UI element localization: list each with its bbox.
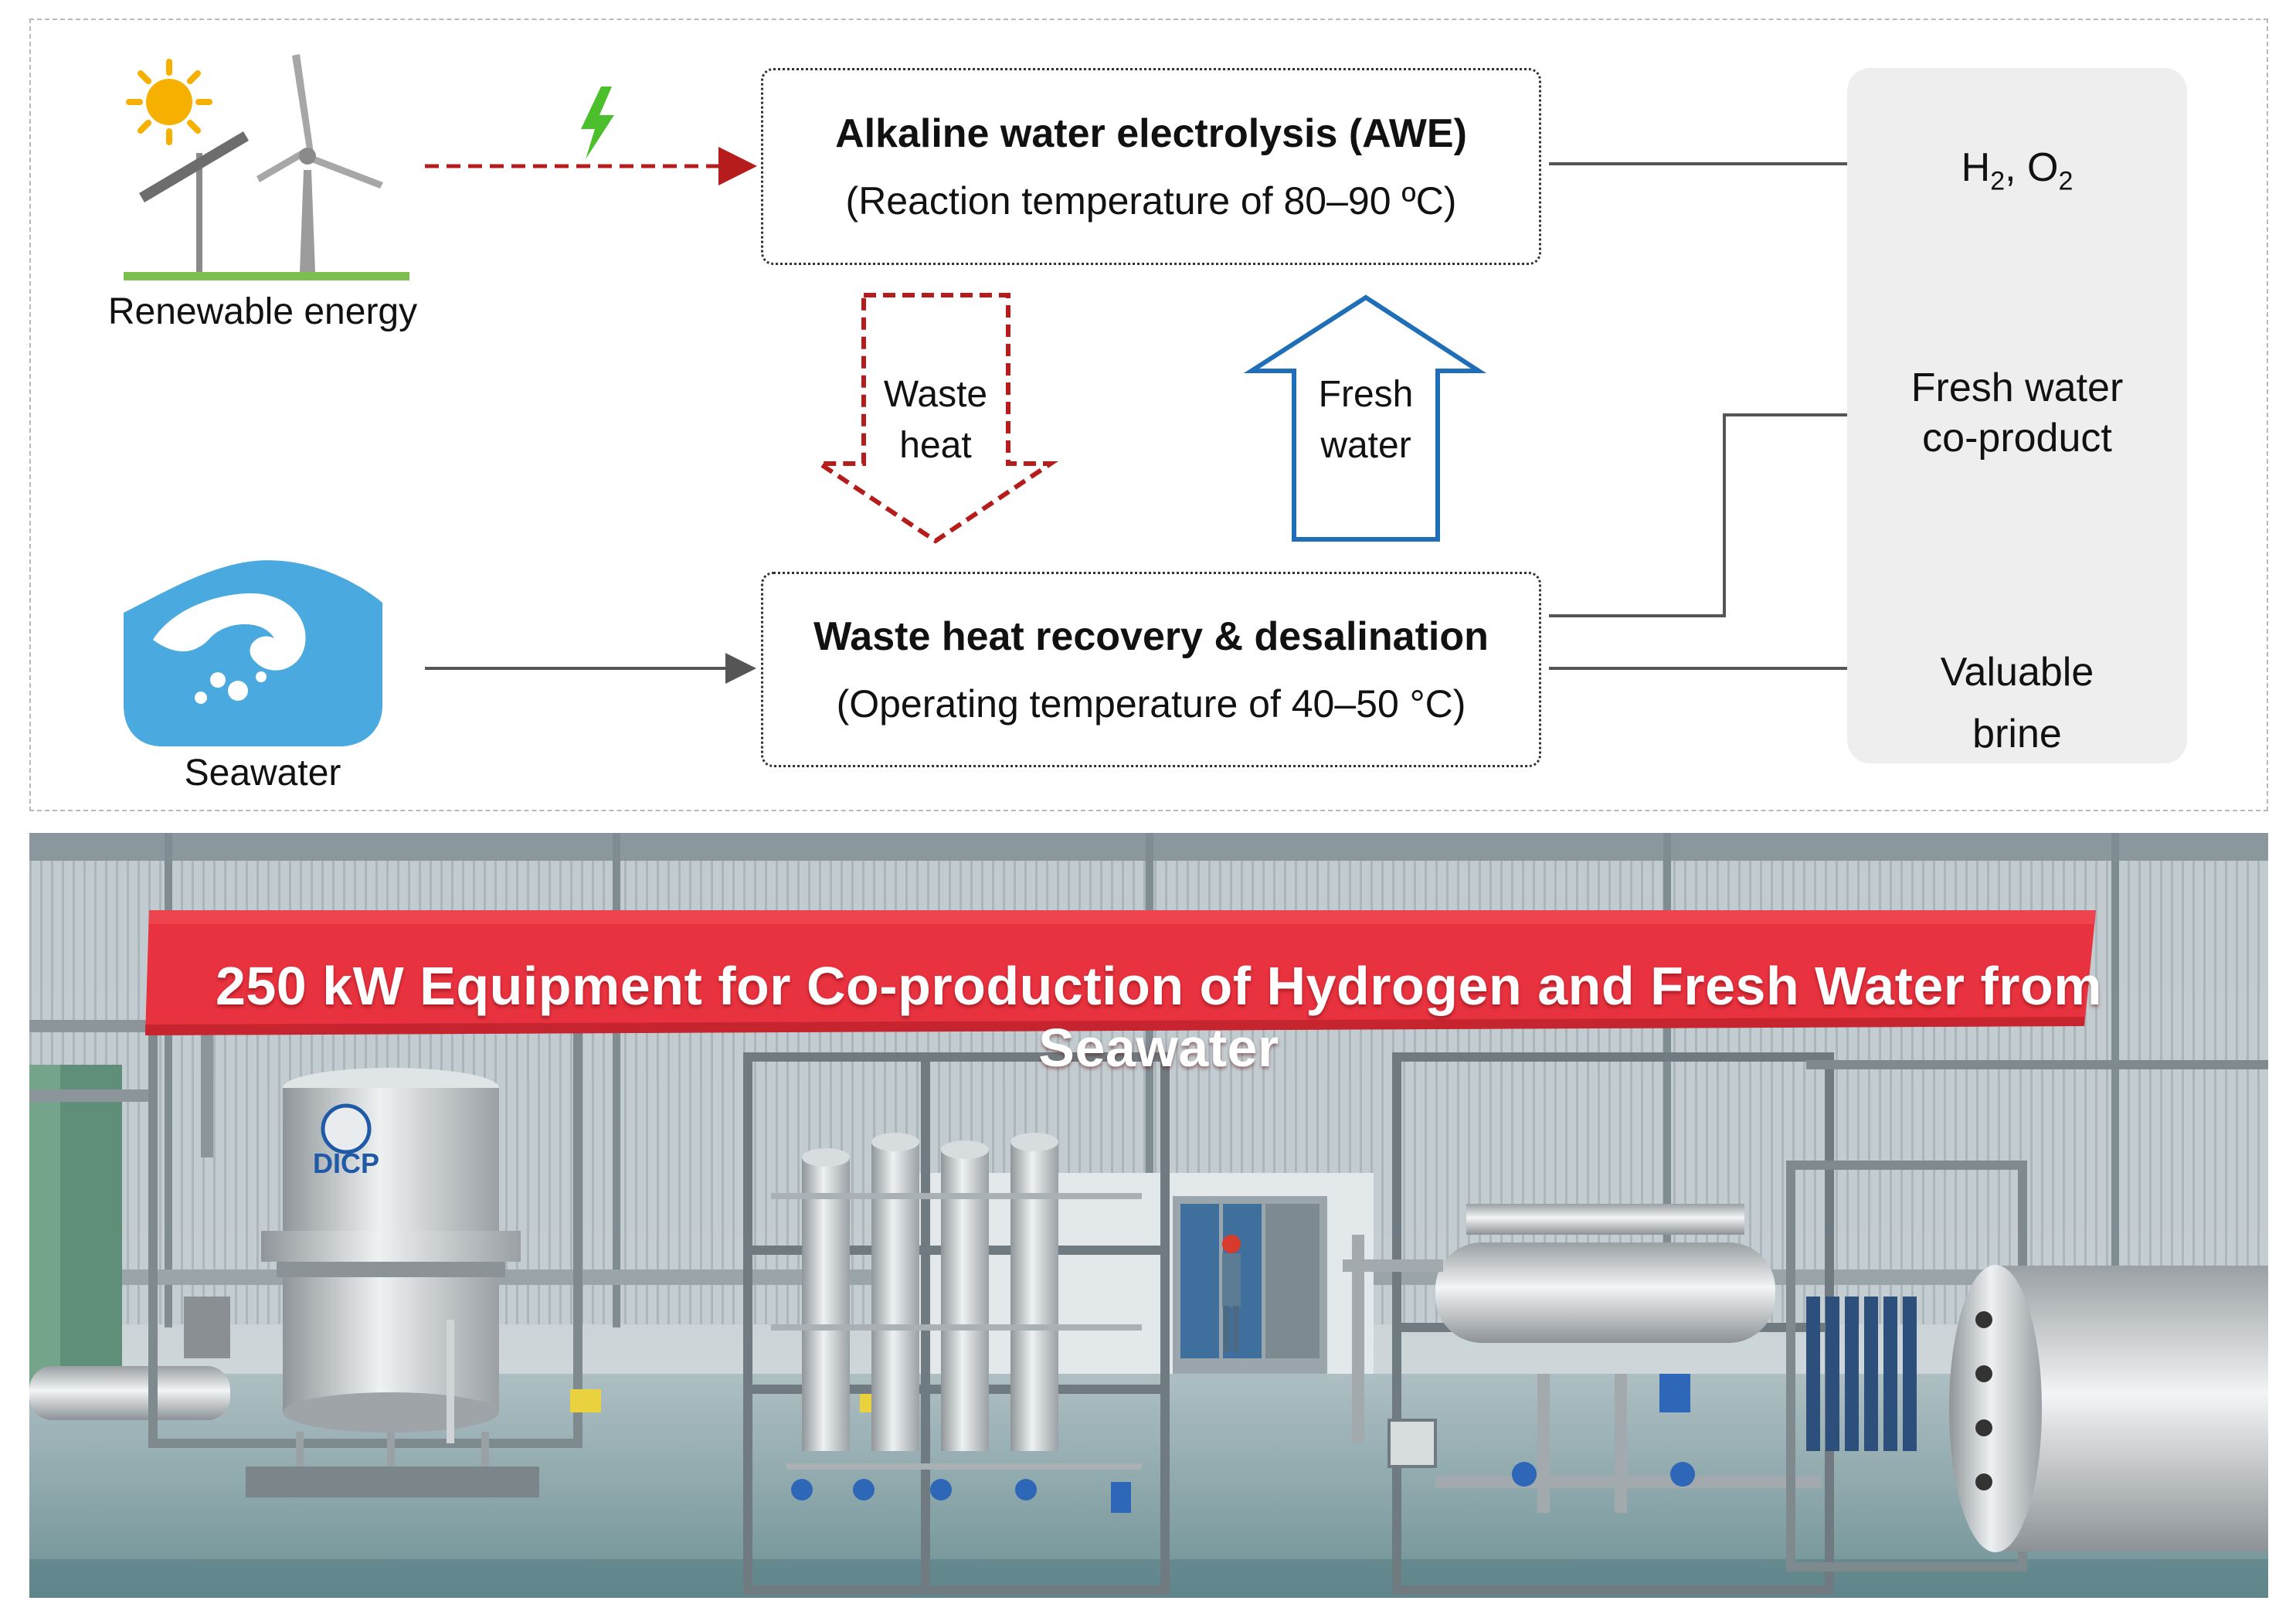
desal-to-freshwater-arrow (1549, 399, 1894, 617)
awe-subtitle: (Reaction temperature of 80–90 ºC) (845, 178, 1457, 223)
horizontal-vessel (1435, 1204, 1775, 1343)
solar-panel-icon (139, 131, 249, 272)
desal-title: Waste heat recovery & desalination (813, 613, 1489, 659)
fresh-water-output-line2: co-product (1922, 416, 2112, 461)
fresh-water-output-line1: Fresh water (1911, 365, 2124, 410)
fresh-water-arrow (1243, 294, 1487, 542)
hydrogen-oxygen-output: H2, O2 (1961, 145, 2074, 196)
waste-heat-arrow (812, 293, 1058, 544)
brine-output-line2: brine (1972, 712, 2062, 756)
waste-heat-label: Waste heat (858, 369, 1013, 471)
products-panel (1847, 68, 2187, 763)
awe-title: Alkaline water electrolysis (AWE) (835, 110, 1467, 156)
awe-process-box: Alkaline water electrolysis (AWE) (React… (761, 68, 1541, 265)
seawater-icon (124, 560, 382, 746)
waste-heat-line2: heat (899, 425, 972, 466)
fresh-water-line2: water (1320, 425, 1411, 466)
banner (145, 910, 2096, 1035)
renewable-energy-icon (124, 54, 409, 280)
sun-icon (126, 59, 212, 145)
lightning-icon (581, 87, 614, 159)
renewable-energy-label: Renewable energy (107, 291, 418, 332)
seawater-label: Seawater (184, 753, 341, 794)
wind-turbine-icon (256, 54, 383, 272)
end-pressure-vessel (1949, 1265, 2268, 1552)
fresh-water-coproduct-output: Fresh water co-product (1847, 363, 2187, 464)
waste-heat-line1: Waste (883, 374, 988, 415)
main-vessel: DICP (261, 1068, 521, 1443)
banner-text: 250 kW Equipment for Co-production of Hy… (215, 956, 2103, 1078)
tank-logo-text: DICP (313, 1147, 379, 1179)
desal-subtitle: (Operating temperature of 40–50 °C) (836, 681, 1466, 726)
fresh-water-label: Fresh water (1289, 369, 1443, 471)
brine-output-line1: Valuable (1940, 650, 2094, 695)
valuable-brine-output: Valuable brine (1847, 641, 2187, 765)
dicp-logo (321, 1103, 372, 1154)
fresh-water-line1: Fresh (1318, 374, 1414, 415)
diagram-arrows (425, 87, 1894, 684)
process-diagram-frame (29, 19, 2268, 811)
ground-strip (124, 272, 409, 280)
equipment-photo: DICP (29, 833, 2268, 1598)
worker (1222, 1235, 1241, 1352)
desalination-process-box: Waste heat recovery & desalination (Oper… (761, 572, 1541, 767)
